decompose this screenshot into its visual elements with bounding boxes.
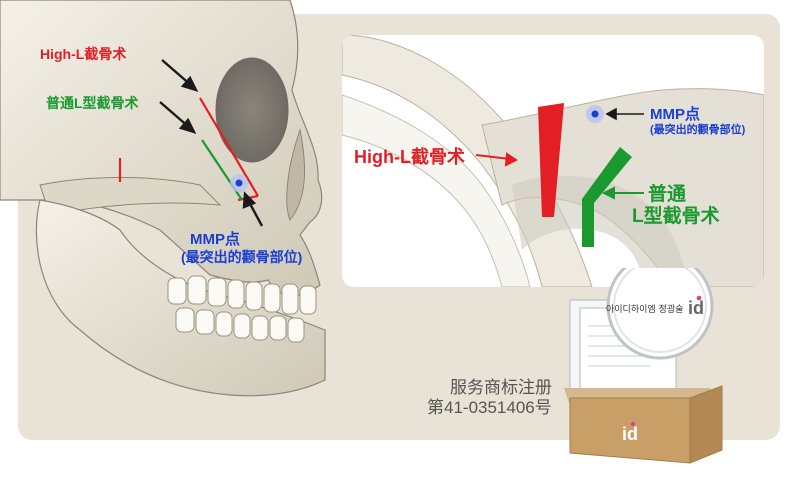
mmp-point: [235, 179, 243, 187]
zoom-high-l-cut: [538, 103, 564, 217]
skull-high-l-label: High-L截骨术: [40, 46, 127, 62]
zoom-normal-l-cut: [582, 147, 632, 247]
box-brand: id: [622, 424, 638, 444]
zoom-green-arrow: [601, 186, 644, 200]
skull-normal-l-label: 普通L型截骨术: [46, 95, 139, 111]
high-l-cut-line: [199, 97, 259, 197]
certificate-box-illustration: 아이디하이엠 정광술 id id: [564, 268, 723, 464]
skull-mmp-desc: (最突出的颧骨部位): [181, 249, 303, 265]
magnifier-text: 아이디하이엠 정광술: [606, 303, 683, 315]
trademark-line1: 服务商标注册: [450, 378, 552, 397]
zoom-bone-mid: [342, 94, 531, 287]
box-side: [689, 385, 723, 464]
zoom-mmp-title: MMP点: [650, 106, 700, 123]
lower-teeth: [175, 307, 305, 343]
magnifier-brand: id: [688, 298, 704, 318]
magnifier-inner-ring: [613, 268, 707, 353]
upper-teeth: [167, 275, 317, 315]
nasal-shape: [286, 128, 306, 221]
orbit-shape: [215, 57, 289, 163]
trademark-line2: 第41-0351406号: [427, 398, 552, 417]
zoom-zygoma-arc: [512, 175, 687, 287]
zoom-mmp-point: [591, 110, 599, 118]
skull-mmp-title: MMP点: [190, 231, 240, 248]
box-brand-dot: [630, 421, 636, 427]
zoom-normal-line2: L型截骨术: [632, 206, 720, 227]
zoom-black-arrow: [605, 107, 644, 121]
zoom-callout: High-L截骨术 MMP点 (最突出的颧骨部位) 普通 L型截骨术: [342, 35, 764, 287]
zoom-illustration: [342, 35, 764, 287]
magnifier-lens: [606, 268, 714, 360]
skull-arrows: [159, 59, 264, 227]
zoom-mmp-desc: (最突出的颧骨部位): [650, 124, 746, 136]
zoom-high-l-label: High-L截骨术: [354, 147, 465, 167]
brand-star-dot: [696, 295, 702, 301]
zoom-red-arrow: [475, 152, 518, 167]
zoom-normal-line1: 普通: [648, 184, 687, 205]
zygomatic-arch: [39, 177, 222, 216]
